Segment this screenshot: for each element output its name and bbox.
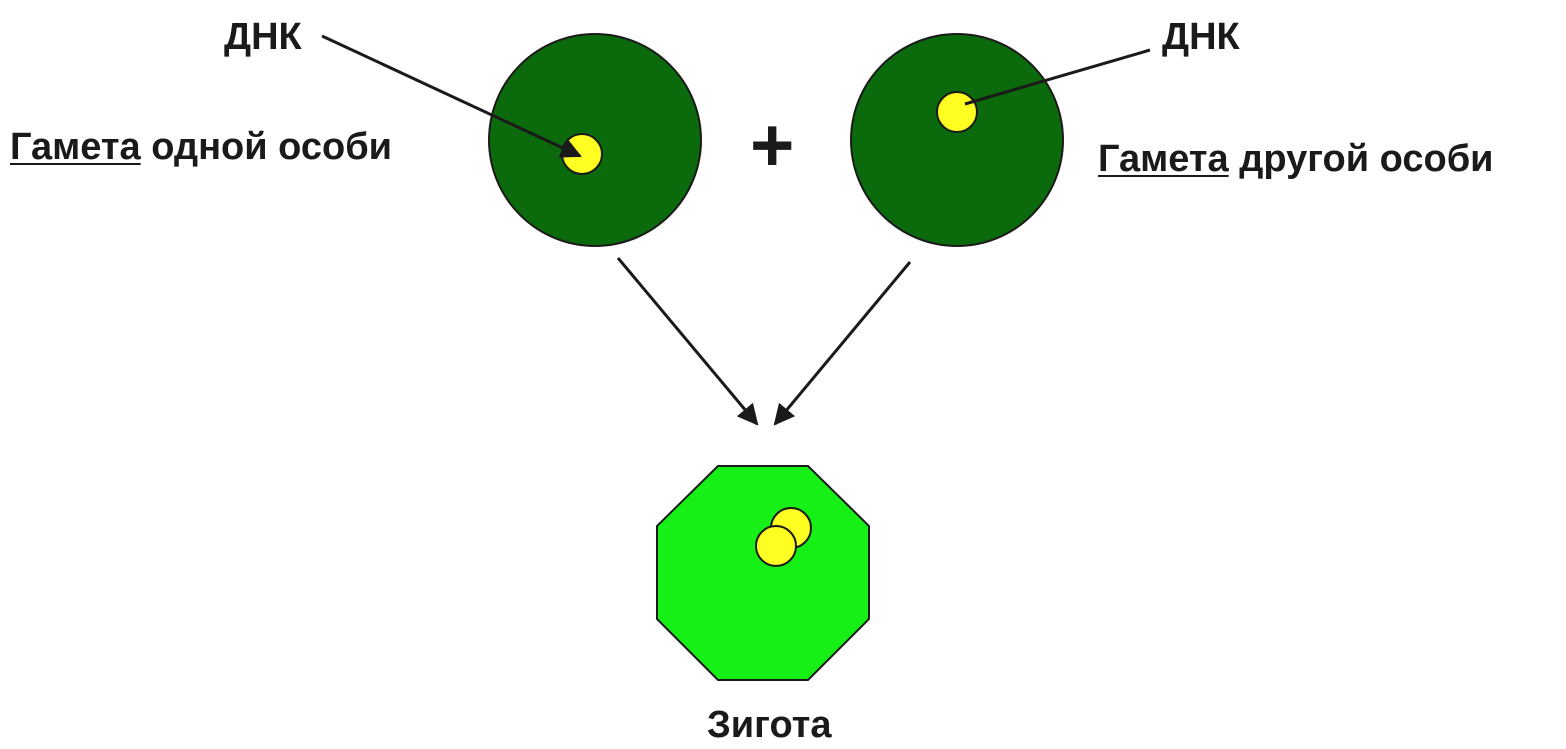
gamete-left-label: Гамета одной особи bbox=[10, 128, 392, 166]
gamete-left-term: Гамета bbox=[10, 126, 141, 168]
gamete-left-description: одной особи bbox=[151, 126, 393, 168]
dna-label-left: ДНК bbox=[224, 16, 302, 58]
dna-right-pointer bbox=[964, 48, 1151, 106]
gamete-right-label: Гамета другой особи bbox=[1098, 140, 1494, 178]
zygote-dna-front bbox=[755, 525, 797, 567]
gamete-right-term: Гамета bbox=[1098, 138, 1229, 180]
gamete-right-dna bbox=[936, 91, 978, 133]
arrow-right-to-zygote bbox=[773, 261, 912, 426]
gamete-left-dna bbox=[561, 133, 603, 175]
dna-label-right: ДНК bbox=[1162, 16, 1240, 58]
gamete-right-cell bbox=[850, 33, 1064, 247]
plus-sign: + bbox=[750, 103, 795, 188]
arrow-left-to-zygote bbox=[616, 257, 759, 426]
gamete-right-description: другой особи bbox=[1239, 138, 1494, 180]
zygote-label: Зигота bbox=[707, 704, 832, 746]
dna-left-pointer bbox=[321, 34, 582, 158]
zygote-cell bbox=[656, 465, 870, 681]
